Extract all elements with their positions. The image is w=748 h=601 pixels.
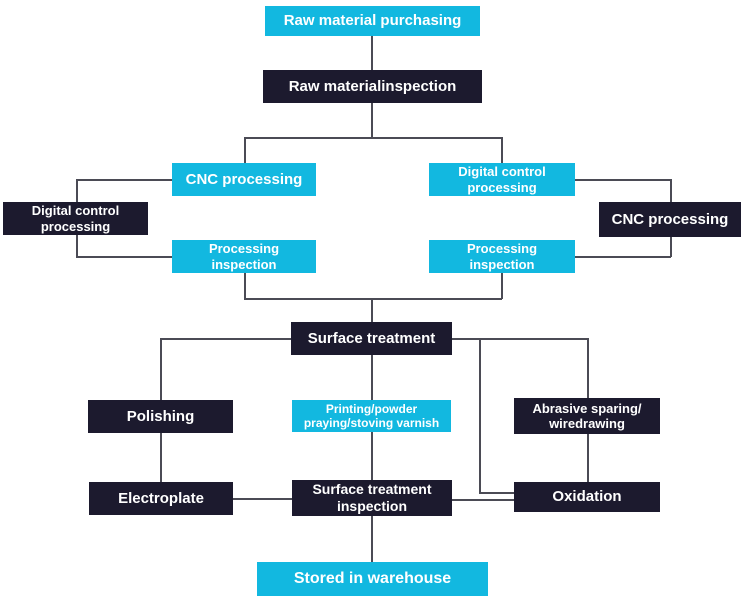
node-label: Digital control	[458, 164, 546, 180]
edge-pir-down	[501, 273, 503, 299]
node-label: Abrasive sparing/	[532, 400, 642, 416]
edge-polishing-to-electroplate	[160, 433, 162, 482]
node-label: Polishing	[126, 407, 195, 425]
node-label: Electroplate	[118, 489, 204, 507]
edge-cncr-to-pir	[575, 256, 671, 258]
edge-surface-to-oxidation-elbow	[479, 492, 514, 494]
node-digital-control-processing-left: Digital control processing	[3, 202, 148, 235]
edge-printing-to-sti	[371, 432, 373, 480]
edge-surface-to-oxidation-vertical	[479, 338, 481, 493]
node-label: Stored in warehouse	[293, 569, 452, 587]
edge-surface-to-polishing	[160, 338, 162, 400]
node-processing-inspection-right: Processing inspection	[429, 240, 575, 273]
node-label: processing	[40, 218, 111, 234]
edge-purchasing-inspection	[371, 36, 373, 70]
node-cnc-processing-left: CNC processing	[172, 163, 316, 196]
node-label: processing	[467, 179, 537, 195]
edge-dcpl-to-pil	[76, 256, 172, 258]
edge-merge-to-surface	[371, 298, 373, 322]
node-label: Digital control	[31, 203, 120, 219]
node-label: inspection	[336, 498, 407, 514]
edge-surface-left-bar	[160, 338, 291, 340]
node-processing-inspection-left: Processing inspection	[172, 240, 316, 273]
node-label: praying/stoving varnish	[303, 416, 440, 430]
edge-surface-to-abrasive	[587, 338, 589, 398]
node-surface-treatment: Surface treatment	[291, 322, 452, 355]
edge-surface-to-printing	[371, 355, 373, 400]
node-abrasive-sparing-wiredrawing: Abrasive sparing/ wiredrawing	[514, 398, 660, 434]
node-label: Processing	[208, 241, 280, 257]
node-electroplate: Electroplate	[89, 482, 233, 515]
node-label: Raw material purchasing	[283, 12, 462, 30]
node-raw-material-purchasing: Raw material purchasing	[265, 6, 480, 36]
node-label: CNC processing	[185, 170, 303, 188]
edge-electroplate-to-sti	[233, 498, 292, 500]
edge-abrasive-to-oxidation	[587, 434, 589, 482]
edge-surface-right-bar	[452, 338, 588, 340]
node-label: Surface treatment	[307, 329, 436, 347]
edge-inspection-split-bar	[244, 137, 502, 139]
node-label: CNC processing	[611, 210, 729, 228]
node-surface-treatment-inspection: Surface treatment inspection	[292, 480, 452, 516]
node-printing-powder-spraying: Printing/powder praying/stoving varnish	[292, 400, 451, 432]
node-label: Raw materialinspection	[288, 77, 457, 95]
node-label: inspection	[211, 256, 277, 272]
edge-oxidation-to-sti	[452, 499, 514, 501]
edge-inspection-split-stem	[371, 103, 373, 137]
node-raw-material-inspection: Raw materialinspection	[263, 70, 482, 103]
edge-split-to-cnc-left	[244, 137, 246, 163]
node-stored-in-warehouse: Stored in warehouse	[257, 562, 488, 596]
node-label: Oxidation	[552, 488, 622, 506]
node-digital-control-processing-right: Digital control processing	[429, 163, 575, 196]
node-label: inspection	[469, 256, 535, 272]
node-label: Printing/powder	[325, 401, 418, 416]
edge-cncl-out	[76, 179, 172, 181]
edge-sti-to-warehouse	[371, 516, 373, 562]
edge-split-to-dcp-right	[501, 137, 503, 163]
node-cnc-processing-right: CNC processing	[599, 202, 741, 237]
node-label: wiredrawing	[549, 416, 625, 431]
node-label: Processing	[466, 241, 538, 257]
edge-dcpr-out	[575, 179, 671, 181]
edge-pil-down	[244, 273, 246, 299]
edge-merge-bar	[244, 298, 502, 300]
node-polishing: Polishing	[88, 400, 233, 433]
node-label: Surface treatment	[312, 481, 432, 498]
node-oxidation: Oxidation	[514, 482, 660, 512]
